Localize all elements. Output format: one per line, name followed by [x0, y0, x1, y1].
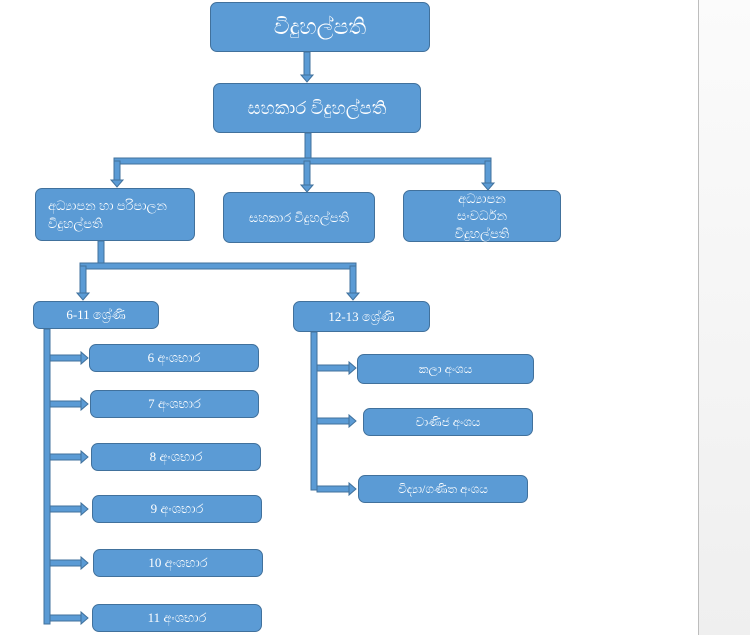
document-page: විදුහල්පති සහකාර විදුහල්පති අධ්‍යාපන හා … [33, 2, 561, 632]
section-6-label: 6 අංශභාර [147, 350, 201, 366]
section-7-box[interactable]: 7 අංශභාර [90, 390, 259, 418]
arrow-stream-2-head [348, 481, 357, 497]
arrow-section-9-head [80, 501, 89, 517]
section-10-box[interactable]: 10 අංශභාර [93, 549, 263, 577]
arrow-to-12-13-shaft [349, 265, 357, 294]
arrow-to-admin-head [109, 179, 125, 188]
section-6-box[interactable]: 6 අංශභාර [89, 344, 259, 372]
section-11-label: 11 අංශභාර [147, 610, 207, 626]
section-9-box[interactable]: 9 අංශභාර [92, 495, 262, 523]
science-stream-box[interactable]: විද්‍යා/ගණිත අංශය [358, 475, 528, 503]
section-8-label: 8 අංශභාර [149, 449, 203, 465]
arrow-to-6-11-shaft [79, 265, 87, 294]
grade-12-13-label: 12-13 ශ්‍රේණි [328, 308, 395, 324]
arrow-to-6-11-head [75, 292, 91, 301]
section-8-box[interactable]: 8 අංශභාර [91, 443, 261, 471]
trunk-junior [43, 328, 51, 625]
section-11-box[interactable]: 11 අංශභාර [92, 604, 262, 632]
arrow-section-6-head [80, 350, 89, 366]
trunk-senior [310, 331, 318, 491]
arrow-to-dev-head [480, 182, 496, 191]
arrow-to-assistant2-shaft [303, 160, 311, 186]
section-10-label: 10 අංශභාර [148, 555, 208, 571]
dev-principal-box[interactable]: අධ්‍යාපන සංවර්ධන විදුහල්පති [403, 190, 561, 242]
principal-box[interactable]: විදුහල්පති [210, 2, 430, 52]
arrow-to-12-13-head [345, 292, 361, 301]
arts-stream-label: කලා අංශය [418, 361, 473, 376]
commerce-stream-label: වාණිජ අංශය [415, 414, 481, 429]
admin-principal-label: අධ්‍යාපන හා පරිපාලන විදුහල්පති [48, 197, 167, 231]
arrow-section-6-shaft [49, 354, 82, 362]
arrow-section-8-head [80, 449, 89, 465]
arrow-stream-0-head [348, 360, 357, 376]
section-7-label: 7 අංශභාර [148, 396, 201, 412]
arrow-section-7-head [80, 396, 89, 412]
connectors-layer [43, 51, 496, 626]
window-gutter [698, 0, 750, 635]
arrow-to-dev-shaft [484, 160, 492, 184]
arrow-to-admin-shaft [113, 160, 121, 181]
arrow-principal-to-assistant-shaft [303, 51, 311, 76]
arrow-section-11-shaft [49, 614, 82, 622]
admin-principal-box[interactable]: අධ්‍යාපන හා පරිපාලන විදුහල්පති [35, 188, 195, 241]
grade-6-11-box[interactable]: 6-11 ශ්‍රේණි [33, 301, 159, 329]
bar-grades [79, 262, 357, 270]
grade-12-13-box[interactable]: 12-13 ශ්‍රේණි [293, 301, 430, 332]
arrow-section-7-shaft [49, 400, 82, 408]
principal-label: විදුහල්පති [273, 14, 367, 40]
arrow-section-8-shaft [49, 453, 82, 461]
dev-principal-label: අධ්‍යාපන සංවර්ධන විදුහල්පති [454, 190, 510, 241]
arts-stream-box[interactable]: කලා අංශය [357, 354, 534, 384]
arrow-principal-to-assistant-head [299, 74, 315, 83]
assistant-principal-box[interactable]: සහකාර විදුහල්පති [213, 83, 421, 133]
bar-level2 [113, 157, 492, 165]
arrow-section-11-head [80, 610, 89, 626]
grade-6-11-label: 6-11 ශ්‍රේණි [66, 307, 126, 323]
arrow-section-10-shaft [49, 559, 82, 567]
commerce-stream-box[interactable]: වාණිජ අංශය [363, 408, 533, 436]
assistant-principal-2-box[interactable]: සහකාර විදුහල්පති [223, 192, 375, 243]
section-9-label: 9 අංශභාර [150, 501, 204, 517]
arrow-stream-1-head [348, 413, 357, 429]
arrow-section-9-shaft [49, 505, 82, 513]
arrow-stream-2-shaft [316, 485, 350, 493]
trunk-level1 [304, 132, 312, 162]
arrow-to-assistant2-head [299, 184, 315, 193]
science-stream-label: විද්‍යා/ගණිත අංශය [398, 481, 488, 496]
assistant-principal-2-label: සහකාර විදුහල්පති [248, 209, 350, 225]
arrow-section-10-head [80, 555, 89, 571]
trunk-admin [97, 240, 105, 267]
arrow-stream-1-shaft [316, 417, 350, 425]
assistant-principal-label: සහකාර විදුහල්පති [247, 97, 387, 118]
arrow-stream-0-shaft [316, 364, 350, 372]
